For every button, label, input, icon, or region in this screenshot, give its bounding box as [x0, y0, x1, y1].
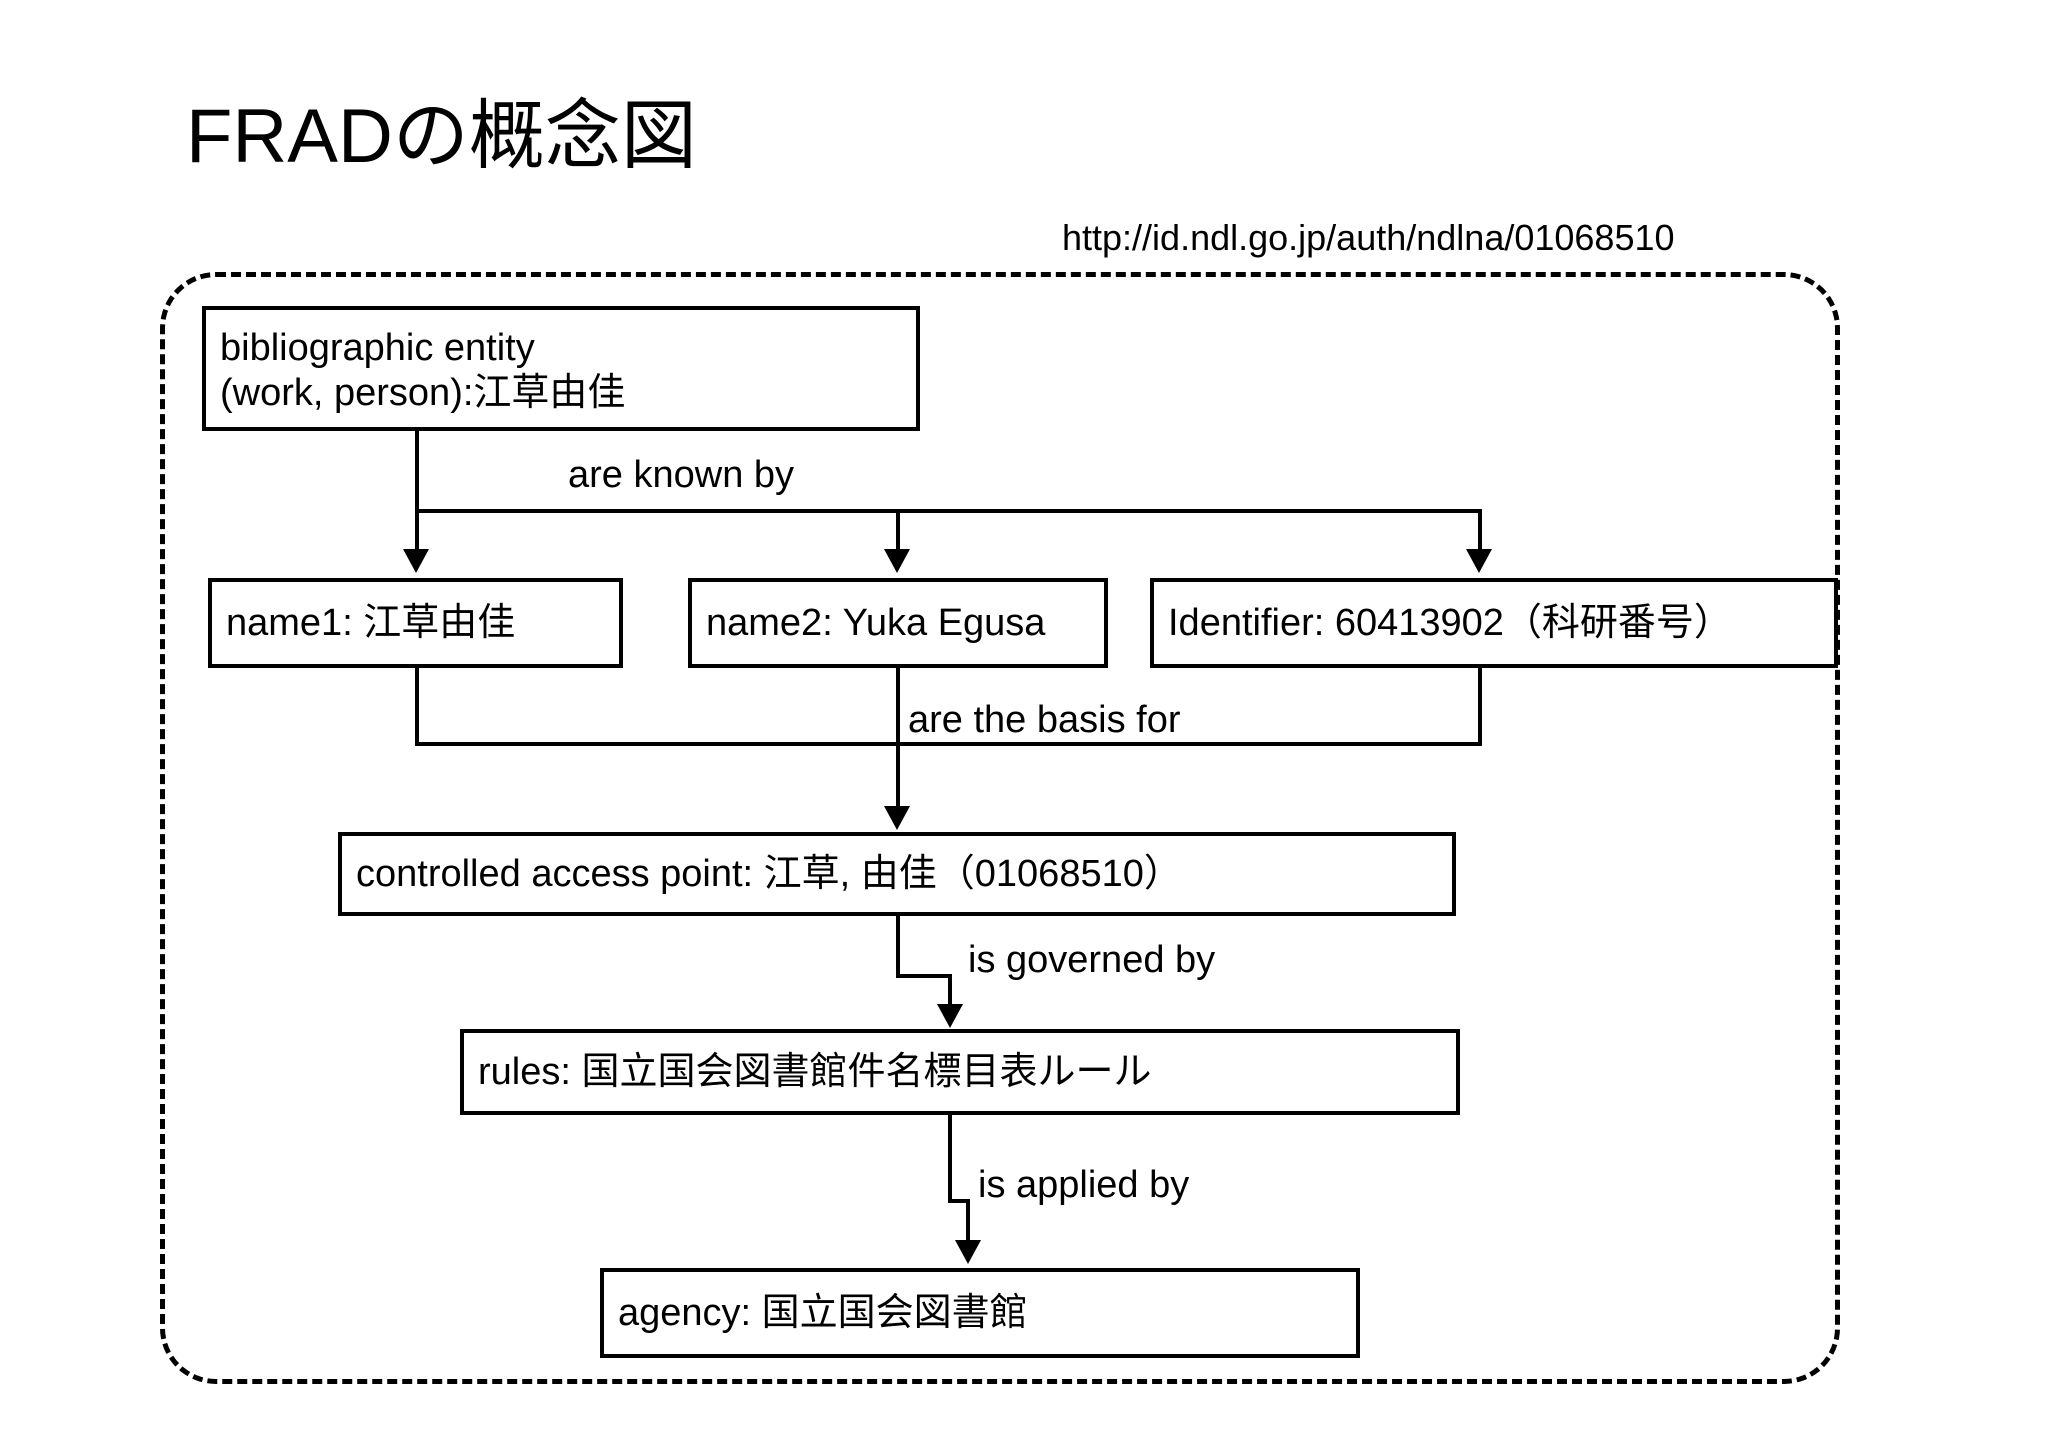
arrowhead-rules — [937, 1004, 963, 1028]
connector-known-by-branch-identifier — [1478, 509, 1482, 551]
connector-basis-bus — [415, 742, 1482, 746]
node-controlled-access-point-label: controlled access point: 江草, 由佳（01068510… — [356, 852, 1182, 895]
node-name2[interactable]: name2: Yuka Egusa — [688, 578, 1108, 668]
edge-label-are-the-basis-for: are the basis for — [908, 699, 1181, 741]
connector-applied-jog — [948, 1199, 970, 1203]
edge-label-is-governed-by: is governed by — [968, 939, 1216, 981]
arrowhead-identifier — [1466, 549, 1492, 573]
node-bibliographic-entity-line-2: (work, person):江草由佳 — [220, 371, 626, 414]
frad-model-container — [160, 272, 1840, 1384]
connector-governed-jog — [896, 974, 952, 978]
connector-known-by-stem — [415, 431, 419, 513]
connector-known-by-branch-name2 — [896, 509, 900, 551]
node-agency[interactable]: agency: 国立国会図書館 — [600, 1268, 1360, 1358]
node-controlled-access-point[interactable]: controlled access point: 江草, 由佳（01068510… — [338, 832, 1456, 916]
arrowhead-agency — [955, 1240, 981, 1264]
edge-label-is-applied-by: is applied by — [978, 1164, 1190, 1206]
connector-basis-drop-name2 — [896, 668, 900, 746]
node-rules[interactable]: rules: 国立国会図書館件名標目表ルール — [460, 1029, 1460, 1115]
connector-known-by-bus — [415, 509, 1482, 513]
node-name1[interactable]: name1: 江草由佳 — [208, 578, 623, 668]
node-identifier-label: Identifier: 60413902（科研番号） — [1168, 601, 1732, 644]
arrowhead-name1 — [403, 549, 429, 573]
node-rules-label: rules: 国立国会図書館件名標目表ルール — [478, 1050, 1152, 1093]
node-bibliographic-entity-line-1: bibliographic entity — [220, 326, 535, 369]
connector-basis-drop-name1 — [415, 668, 419, 746]
arrowhead-controlled-access-point — [884, 806, 910, 830]
edge-label-are-known-by: are known by — [568, 454, 795, 496]
node-bibliographic-entity[interactable]: bibliographic entity (work, person):江草由佳 — [202, 306, 920, 431]
connector-applied-stem-upper — [948, 1115, 952, 1203]
node-name1-label: name1: 江草由佳 — [226, 601, 516, 644]
node-agency-label: agency: 国立国会図書館 — [618, 1291, 1028, 1334]
authority-url-text: http://id.ndl.go.jp/auth/ndlna/01068510 — [1062, 217, 1675, 258]
connector-governed-stem-upper — [896, 916, 900, 978]
arrowhead-name2 — [884, 549, 910, 573]
connector-basis-arrow-stem — [896, 742, 900, 808]
connector-governed-stem-lower — [948, 974, 952, 1008]
page-title: FRADの概念図 — [186, 94, 697, 179]
connector-basis-drop-identifier — [1478, 668, 1482, 746]
connector-known-by-branch-name1 — [415, 509, 419, 551]
connector-applied-stem-lower — [966, 1199, 970, 1244]
node-identifier[interactable]: Identifier: 60413902（科研番号） — [1150, 578, 1838, 668]
node-name2-label: name2: Yuka Egusa — [706, 601, 1046, 644]
